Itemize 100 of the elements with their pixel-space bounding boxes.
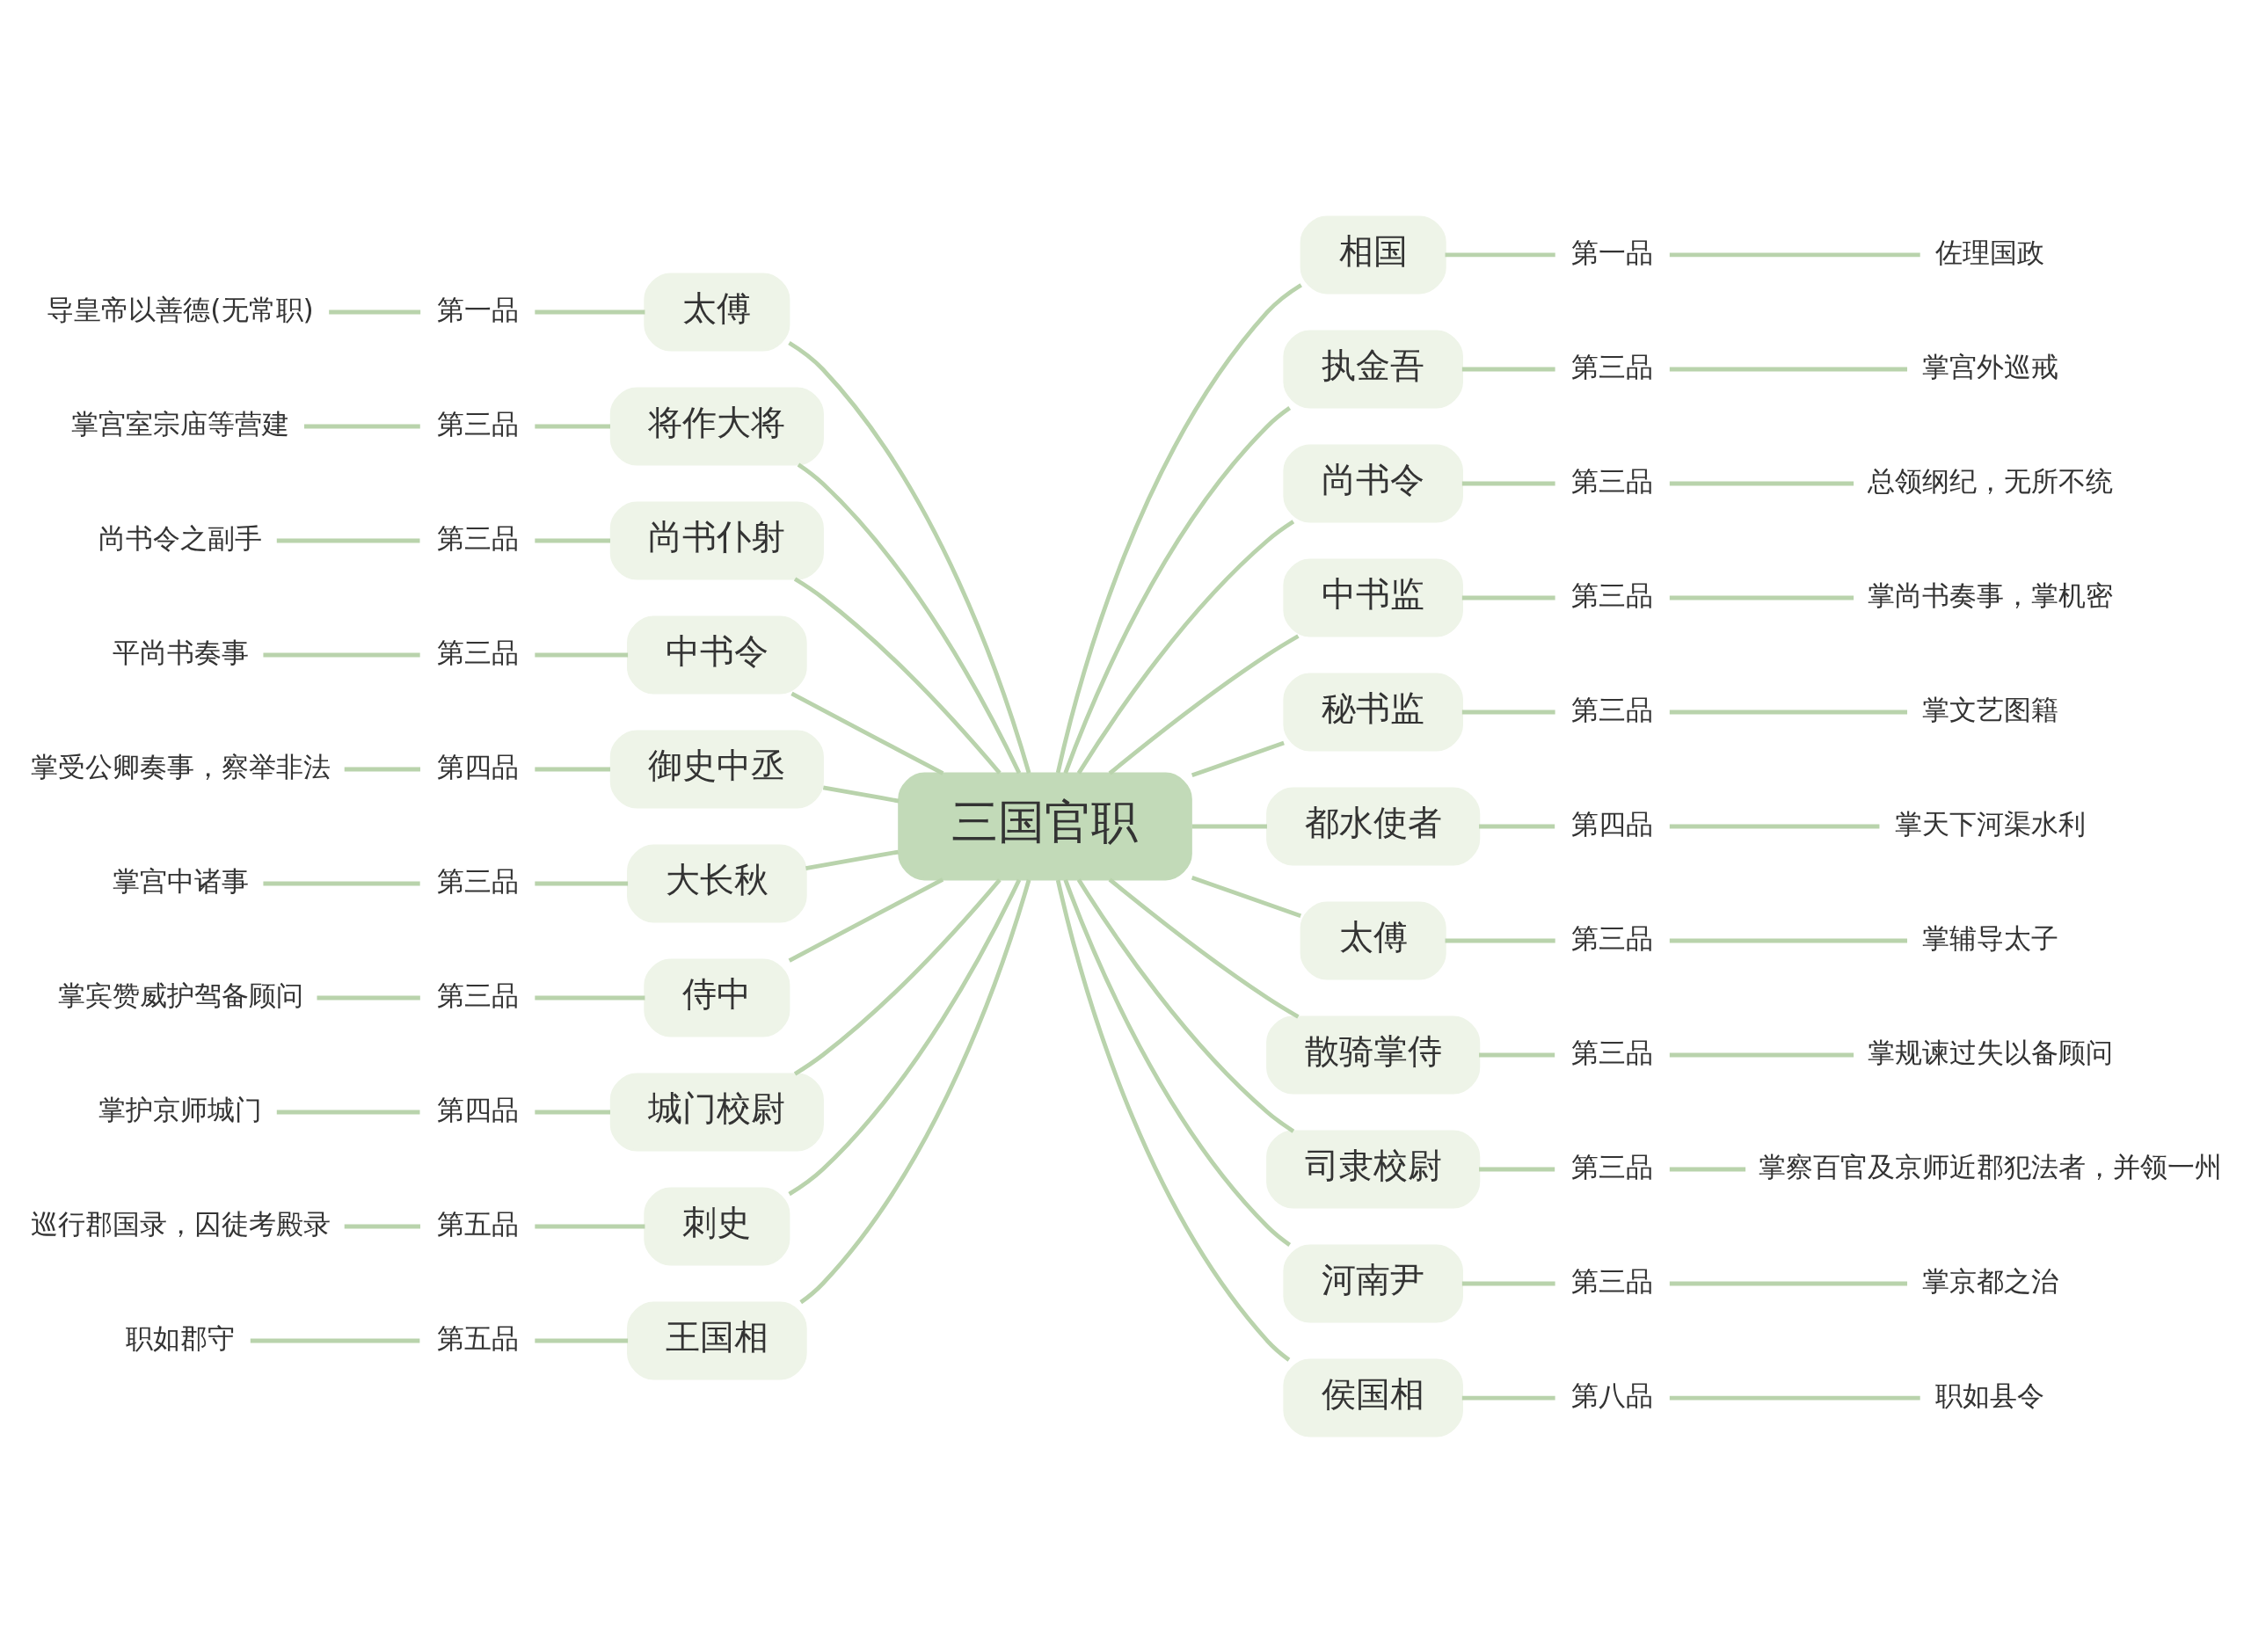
- connector: [535, 767, 610, 771]
- node-text: 掌文艺图籍: [1921, 693, 2058, 725]
- connector: [1191, 824, 1267, 828]
- connector: [1445, 252, 1555, 257]
- connector: [1461, 481, 1555, 485]
- connector: [535, 538, 610, 542]
- node-text: 第三品: [1571, 1150, 1654, 1183]
- node-box: 执金吾: [1283, 329, 1463, 408]
- connector: [535, 995, 645, 1000]
- connector: [535, 881, 629, 885]
- node-box: 侯国相: [1283, 1358, 1463, 1437]
- node-text: 第三品: [436, 979, 519, 1011]
- connector: [1055, 282, 1302, 774]
- connector: [1076, 877, 1295, 1133]
- node-text: 第三品: [1571, 579, 1654, 611]
- node-text: 职如县令: [1935, 1379, 2045, 1411]
- connector: [1669, 1167, 1746, 1171]
- node-text: 掌京都之治: [1921, 1264, 2058, 1297]
- connector: [1669, 252, 1920, 257]
- node-text: 第三品: [1571, 693, 1654, 725]
- node-box: 城门校尉: [609, 1072, 824, 1152]
- node-box: 中书令: [627, 615, 807, 695]
- connector: [1669, 710, 1908, 714]
- node-text: 尚书令之副手: [98, 521, 263, 554]
- connector: [788, 340, 1031, 774]
- connector: [1669, 1281, 1908, 1285]
- connector: [1108, 633, 1300, 775]
- connector: [1445, 938, 1555, 942]
- node-box: 河南尹: [1283, 1244, 1463, 1323]
- node-text: 第三品: [436, 636, 519, 668]
- connector: [1063, 878, 1292, 1247]
- node-text: 掌尚书奏事，掌机密: [1867, 579, 2113, 611]
- connector: [805, 849, 900, 870]
- node-text: 掌宾赞威护驾备顾问: [57, 979, 303, 1011]
- node-text: 第八品: [1571, 1379, 1654, 1411]
- node-box: 刺史: [644, 1187, 790, 1266]
- connector: [263, 881, 420, 885]
- node-box: 王国相: [627, 1301, 807, 1380]
- node-text: 掌宫中诸事: [112, 864, 249, 897]
- node-text: 第三品: [436, 521, 519, 554]
- connector: [1669, 938, 1908, 942]
- node-text: 第三品: [1571, 921, 1654, 954]
- node-text: 第三品: [1571, 1036, 1654, 1068]
- node-text: 第五品: [436, 1207, 519, 1240]
- node-text: 平尚书奏事: [112, 636, 249, 668]
- connector: [1669, 595, 1854, 600]
- connector: [1461, 710, 1555, 714]
- node-text: 掌护京师城门: [98, 1093, 263, 1125]
- node-box: 三国官职: [898, 772, 1192, 880]
- node-box: 都水使者: [1266, 786, 1481, 866]
- connector: [1055, 878, 1291, 1362]
- node-text: 第三品: [436, 407, 519, 440]
- connector: [1191, 875, 1302, 918]
- connector: [1669, 1052, 1854, 1057]
- node-text: 第三品: [1571, 350, 1654, 382]
- connector: [797, 462, 1022, 774]
- connector: [1479, 1052, 1555, 1057]
- connector: [535, 1338, 629, 1343]
- connector: [344, 767, 420, 771]
- node-box: 太傅: [644, 272, 790, 351]
- node-box: 尚书令: [1283, 443, 1463, 523]
- node-box: 相国: [1300, 215, 1446, 294]
- node-text: 总领纲纪，无所不统: [1867, 464, 2113, 497]
- connector: [793, 577, 1002, 775]
- node-text: 掌宫室宗庙等营建: [71, 407, 290, 440]
- connector: [317, 995, 420, 1000]
- connector: [276, 538, 420, 542]
- connector: [788, 878, 1022, 1196]
- node-text: 第三品: [1571, 464, 1654, 497]
- node-text: 掌天下河渠水利: [1894, 807, 2086, 840]
- node-text: 掌宫外巡戒: [1921, 350, 2058, 382]
- connector: [535, 424, 610, 428]
- connector: [1063, 405, 1292, 774]
- node-text: 第一品: [436, 293, 519, 325]
- node-box: 司隶校尉: [1266, 1129, 1481, 1209]
- node-text: 佐理国政: [1935, 236, 2045, 268]
- node-box: 中书监: [1283, 557, 1463, 637]
- connector: [535, 1110, 610, 1114]
- node-text: 第四品: [436, 750, 519, 782]
- connector: [303, 424, 420, 428]
- connector: [329, 309, 421, 314]
- connector: [1461, 595, 1555, 600]
- connector: [788, 877, 944, 963]
- connector: [535, 309, 645, 314]
- connector: [1191, 740, 1285, 777]
- node-text: 掌察百官及京师近郡犯法者，并领一州: [1758, 1150, 2222, 1183]
- connector: [1669, 481, 1854, 485]
- node-box: 太傅: [1300, 900, 1446, 980]
- node-text: 导皇帝以善德(无常职): [47, 293, 314, 325]
- connector: [1669, 1395, 1920, 1400]
- connector: [1669, 367, 1908, 371]
- node-text: 巡行郡国录，囚徒考殿录: [30, 1207, 331, 1240]
- node-box: 秘书监: [1283, 672, 1463, 752]
- connector: [344, 1224, 420, 1228]
- connector: [535, 1224, 645, 1228]
- node-text: 掌辅导太子: [1921, 921, 2058, 954]
- connector: [799, 878, 1031, 1304]
- node-box: 尚书仆射: [609, 500, 824, 580]
- connector: [535, 652, 629, 657]
- node-text: 职如郡守: [126, 1321, 236, 1354]
